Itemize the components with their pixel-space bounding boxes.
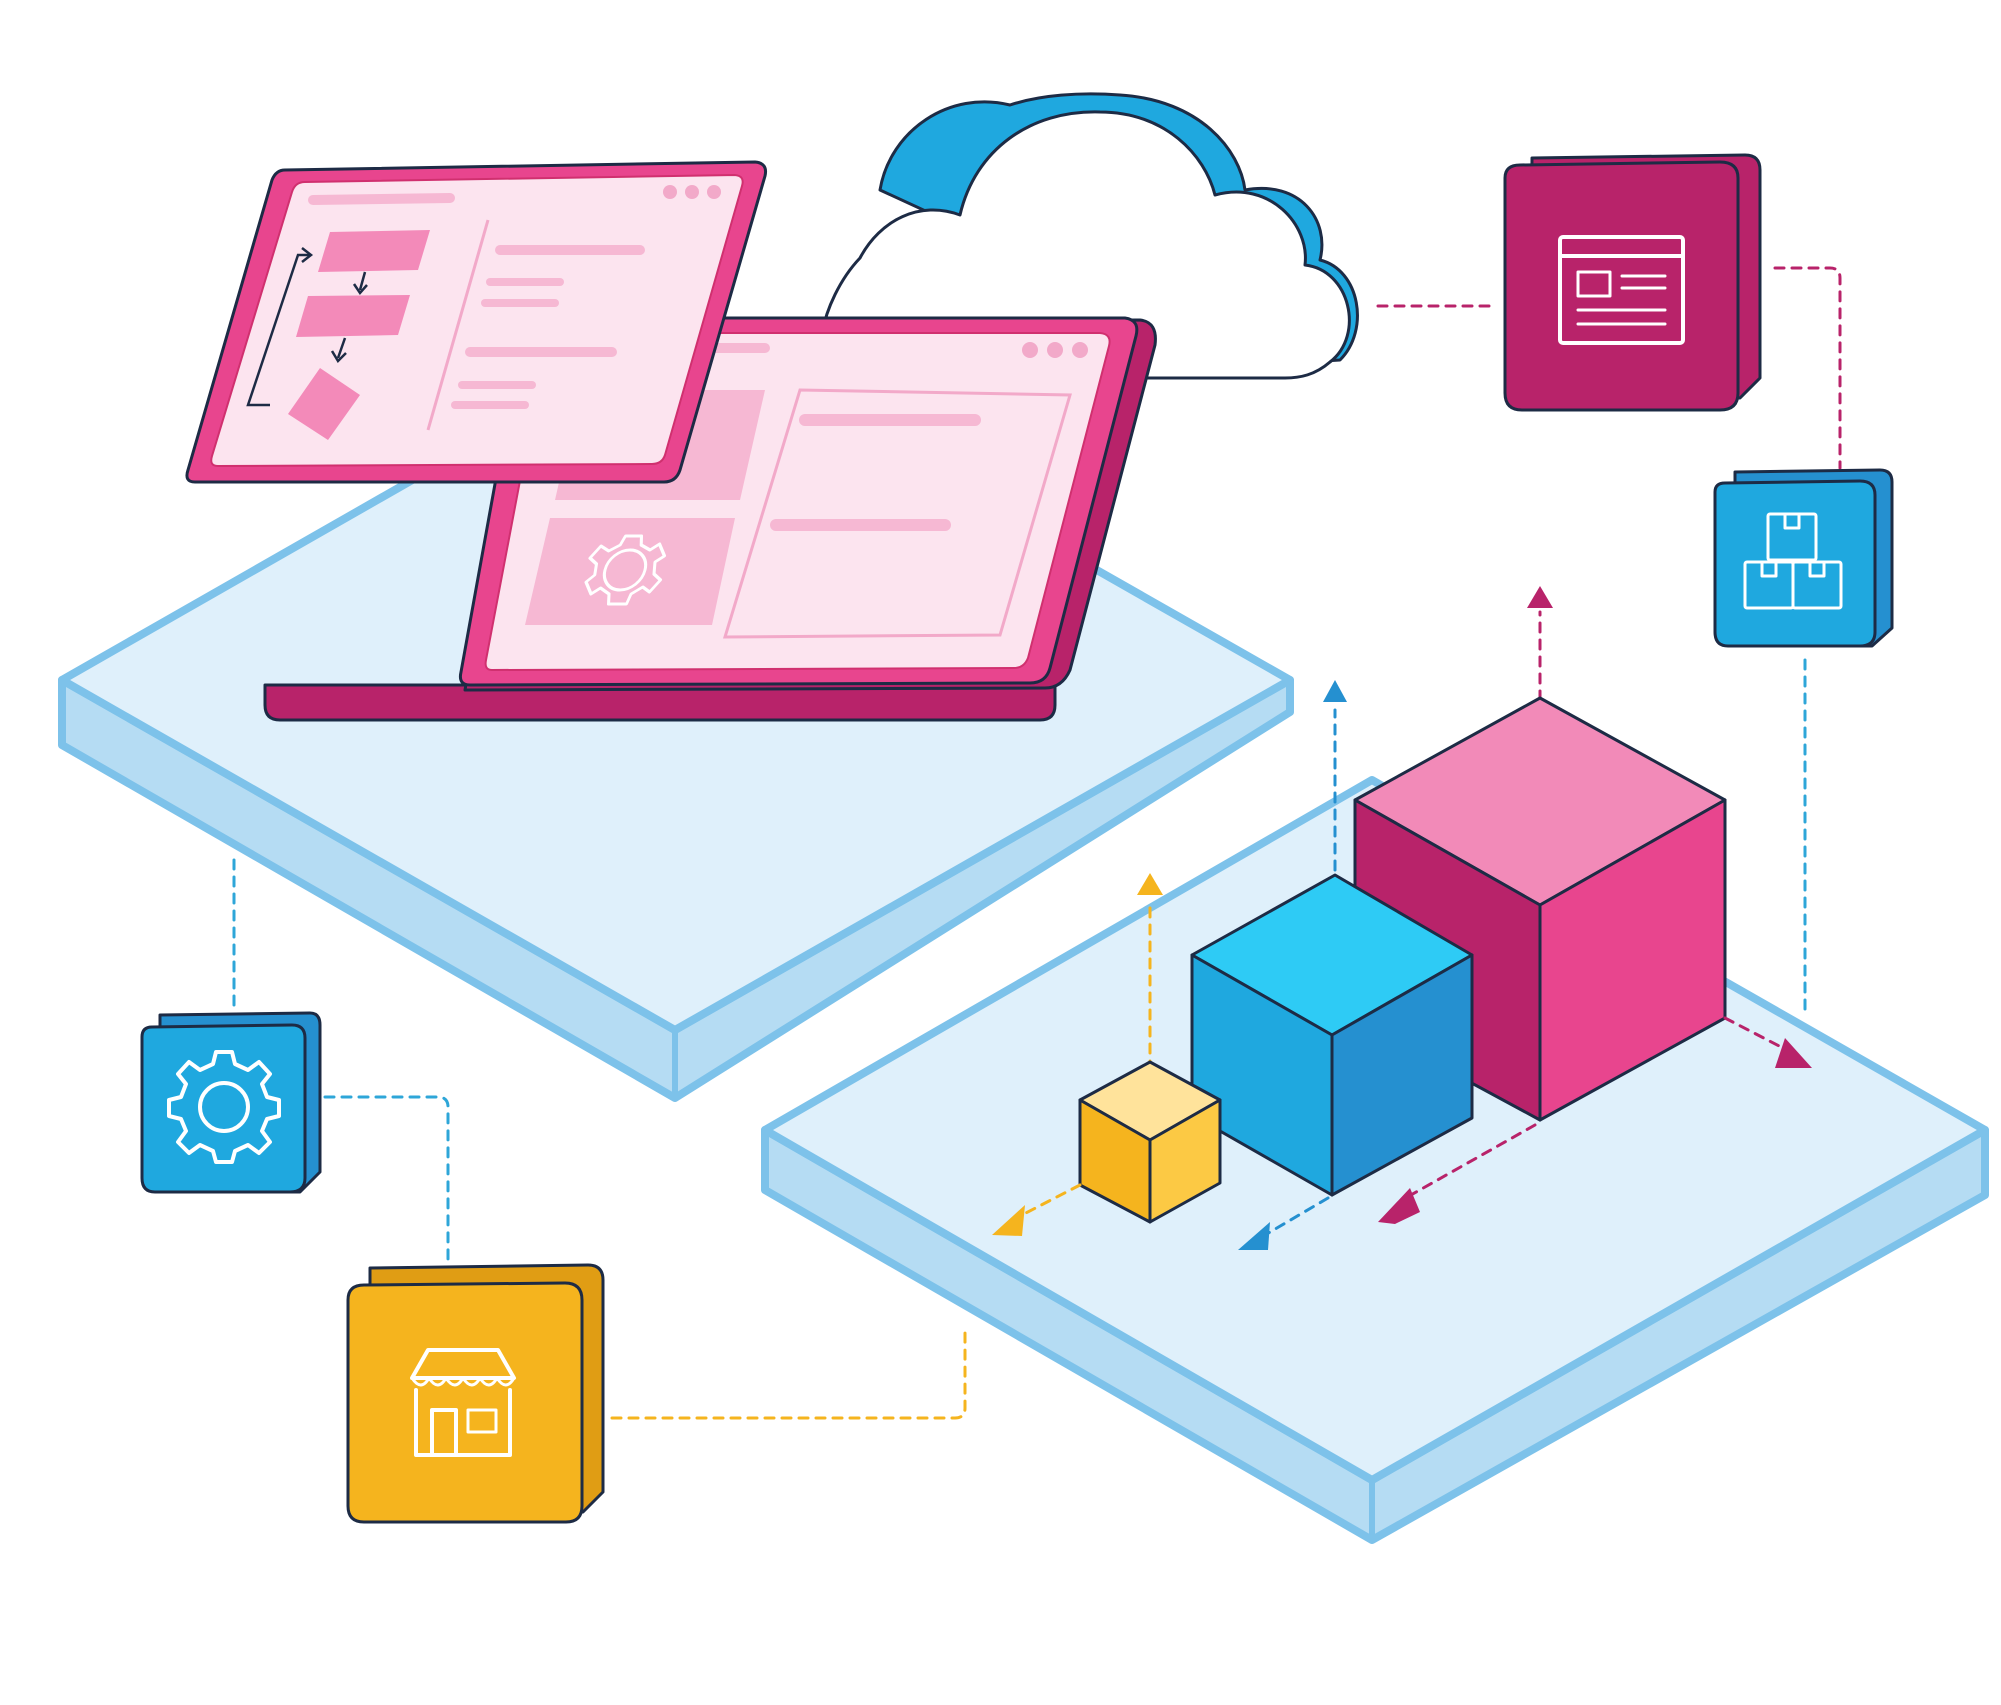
gear-icon bbox=[584, 534, 667, 606]
growth-arrows-front bbox=[992, 1016, 1812, 1250]
yellow-left-arrow bbox=[1020, 1183, 1082, 1217]
flow-step-1 bbox=[318, 230, 430, 272]
cloud-icon bbox=[818, 92, 1359, 380]
blue-left-arrow bbox=[1263, 1196, 1330, 1237]
browser-window-icon bbox=[1558, 235, 1685, 345]
stacked-boxes-icon bbox=[1743, 512, 1843, 610]
packages-tile bbox=[1713, 468, 1894, 648]
gear-icon bbox=[167, 1050, 281, 1164]
medium-blue-cube bbox=[1190, 873, 1474, 1197]
connector-store-to-platform bbox=[610, 1328, 967, 1420]
connector-website-to-packages bbox=[1773, 266, 1842, 470]
flow-decision bbox=[288, 368, 360, 440]
settings-tile bbox=[140, 1011, 322, 1194]
pink-right-arrow bbox=[1723, 1016, 1785, 1050]
small-yellow-cube bbox=[1078, 1060, 1222, 1224]
connector-lines bbox=[232, 266, 1842, 1420]
growth-arrows bbox=[1137, 586, 1553, 1072]
growth-cubes bbox=[1078, 696, 1727, 1224]
pink-left-arrow bbox=[1400, 1123, 1537, 1202]
storefront-icon bbox=[410, 1348, 516, 1457]
store-tile bbox=[346, 1263, 605, 1524]
website-tile bbox=[1503, 153, 1762, 412]
connector-gear-to-store bbox=[323, 1095, 450, 1264]
flow-step-2 bbox=[296, 295, 410, 337]
workflow-window bbox=[185, 160, 767, 484]
